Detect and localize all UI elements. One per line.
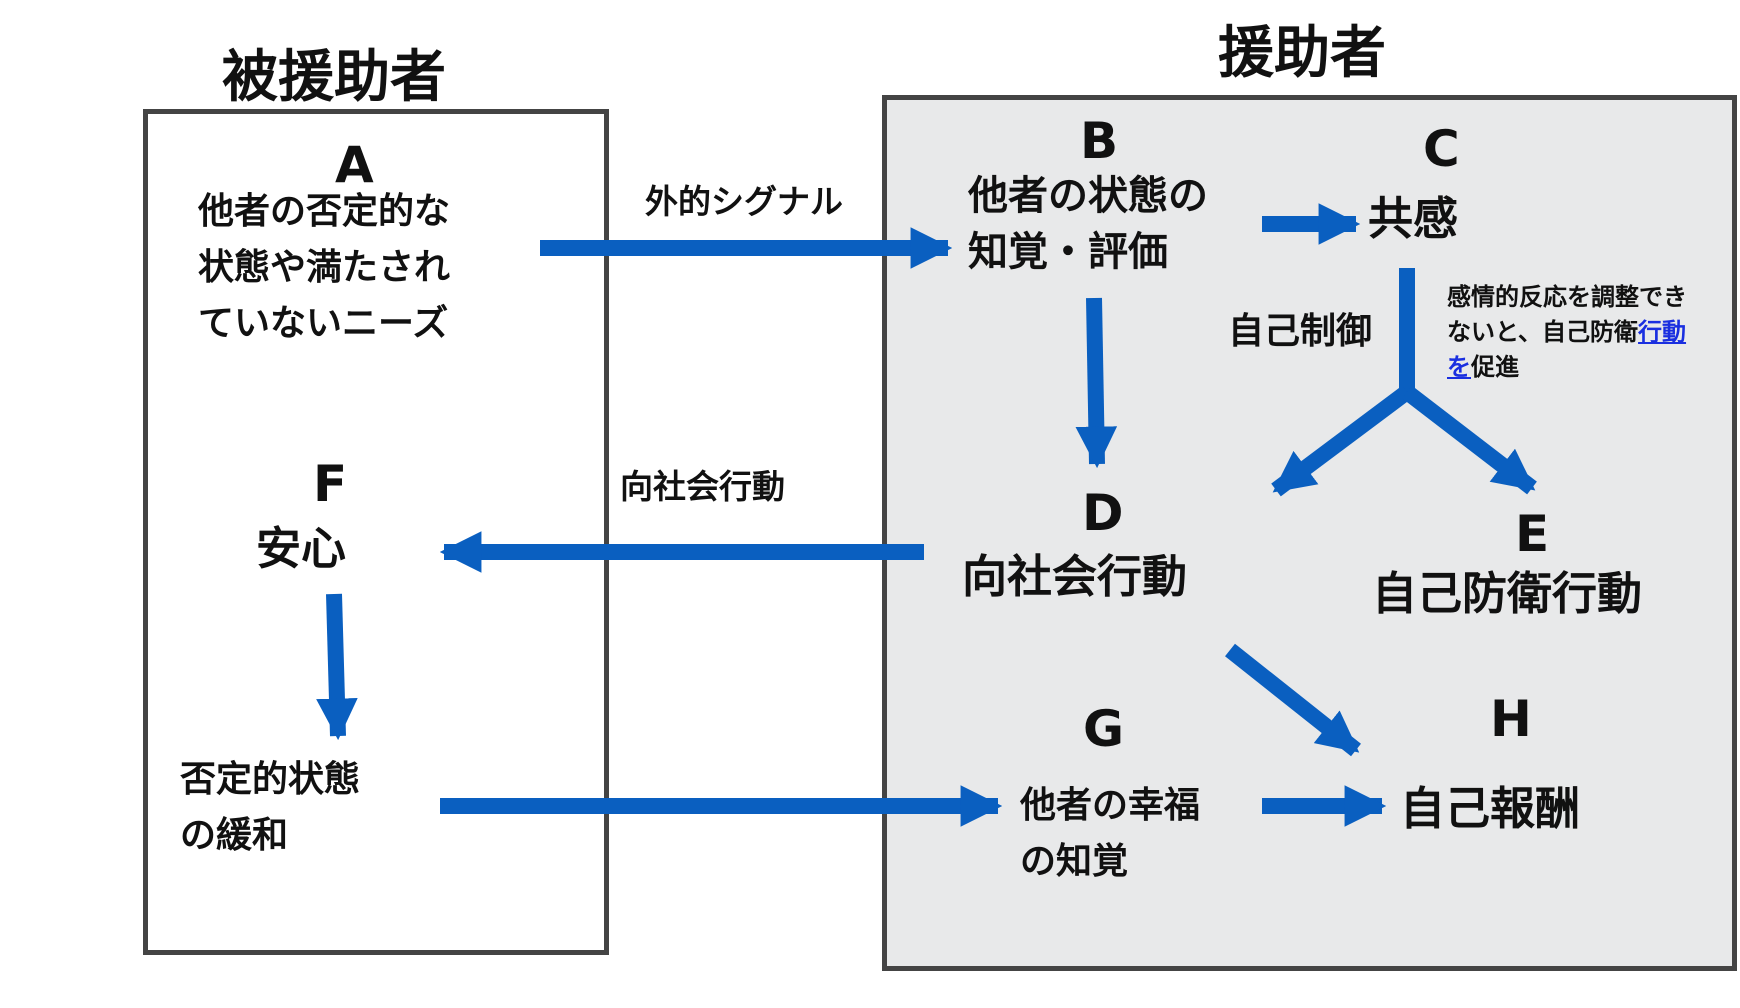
node-c-text: 共感 [1368, 192, 1459, 245]
node-d-letter: D [1082, 484, 1124, 542]
relief-text: 否定的状態 の緩和 [180, 752, 360, 864]
defense-note-link[interactable]: 行動を [1447, 318, 1687, 381]
arrow-f-to-relief [316, 593, 358, 741]
relief-line-2: の緩和 [180, 815, 289, 856]
prosocial-edge-label: 向社会行動 [620, 467, 785, 506]
node-c-letter: C [1423, 120, 1460, 178]
relief-line-1: 否定的状態 [180, 759, 361, 800]
defense-note: 感情的反応を調整できないと、自己防衛行動を促進 [1447, 280, 1703, 385]
external-signal-label: 外的シグナル [645, 182, 843, 221]
arrow-b-to-d [1075, 297, 1118, 469]
arrow-c-to-e [1402, 385, 1537, 495]
node-b-text: 他者の状態の 知覚・評価 [968, 168, 1208, 280]
recipient-title: 被援助者 [222, 45, 446, 110]
node-b-line-1: 他者の状態の [968, 173, 1208, 219]
helper-title: 援助者 [1218, 21, 1386, 86]
node-g-letter: G [1083, 700, 1125, 758]
node-h-text: 自己報酬 [1400, 782, 1581, 835]
node-a-letter: A [335, 136, 374, 194]
node-f-text: 安心 [256, 522, 347, 575]
node-g-line-1: 他者の幸福 [1020, 785, 1201, 826]
node-g-text: 他者の幸福 の知覚 [1020, 778, 1200, 890]
self-control-label: 自己制御 [1228, 311, 1373, 352]
node-h-letter: H [1490, 690, 1532, 748]
node-e-letter: E [1515, 505, 1550, 563]
node-a-line-1: 他者の否定的な [198, 191, 451, 232]
node-a-line-3: ていないニーズ [198, 303, 449, 344]
defense-note-prefix: 感情的反応を調整できないと、自己防衛 [1447, 283, 1687, 346]
node-d-text: 向社会行動 [962, 550, 1188, 603]
arrow-c-to-d [1271, 385, 1412, 497]
node-g-line-2: の知覚 [1020, 841, 1129, 882]
defense-note-suffix: 促進 [1471, 353, 1519, 381]
node-b-line-2: 知覚・評価 [968, 229, 1168, 275]
node-a-text: 他者の否定的な 状態や満たされ ていないニーズ [198, 184, 450, 352]
node-b-letter: B [1080, 112, 1119, 170]
helper-box [882, 95, 1737, 971]
node-e-text: 自己防衛行動 [1372, 567, 1643, 620]
node-a-line-2: 状態や満たされ [198, 247, 451, 288]
node-f-letter: F [313, 455, 348, 513]
arrow-d-to-h [1225, 643, 1361, 757]
